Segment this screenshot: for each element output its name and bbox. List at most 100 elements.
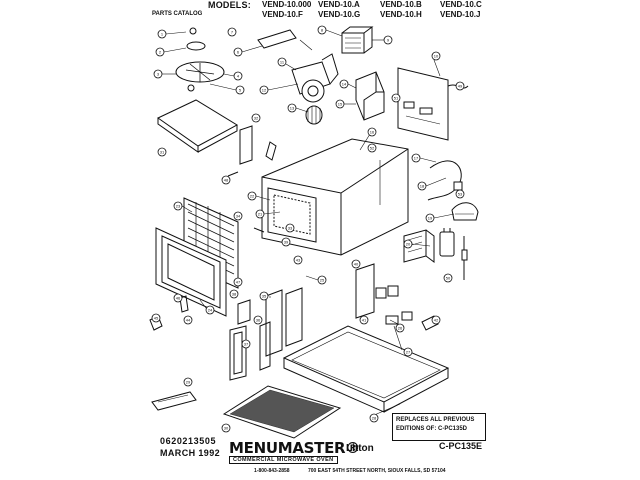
callout-number: 17: [414, 156, 419, 161]
callout-number: 37: [244, 342, 249, 347]
callout-number: 14: [342, 82, 347, 87]
callout-circles: [151, 25, 465, 433]
callout-number: 11: [280, 60, 285, 65]
callout-number: 52: [370, 146, 375, 151]
form-number: C-PC135E: [439, 441, 483, 451]
callout-number: 32: [254, 116, 259, 121]
callout-number: 1: [161, 32, 164, 37]
callout-number: 10: [434, 54, 439, 59]
callout-number: 42: [434, 318, 439, 323]
callout-number: 18: [420, 184, 425, 189]
model-name: VEND-10.C: [440, 0, 482, 9]
stirrer-assembly: [175, 27, 225, 92]
models-label: MODELS:: [208, 0, 251, 10]
callout-number: 33: [288, 226, 293, 231]
callout-number: 23: [176, 204, 181, 209]
callout-number: 28: [372, 416, 377, 421]
callout-number: 38: [232, 292, 237, 297]
phone-number: 1-800-843-2858: [254, 468, 290, 474]
callout-number: 40: [354, 262, 359, 267]
callout-number: 35: [262, 294, 267, 299]
callout-number: 9: [387, 38, 390, 43]
callout-number: 34: [236, 214, 241, 219]
callout-number: 50: [446, 276, 451, 281]
callout-number: 12: [262, 88, 267, 93]
callout-number: 16: [370, 130, 375, 135]
callout-number: 27: [406, 350, 411, 355]
replaces-line-2: EDITIONS OF: C-PC135D: [396, 425, 468, 432]
callout-number: 44: [186, 318, 191, 323]
callout-number: 31: [160, 150, 165, 155]
door-seal: [237, 299, 251, 325]
model-name: VEND-10.G: [318, 10, 361, 19]
oven-cabinet: [261, 138, 409, 256]
door-frame: [155, 227, 227, 317]
callout-number: 49: [458, 84, 463, 89]
magnetron: [341, 26, 374, 54]
fuse-block: [385, 311, 439, 331]
air-filter-grille: [222, 385, 342, 439]
gasket-strip: [229, 325, 247, 381]
blower-motor: [291, 53, 339, 103]
callout-number: 41: [362, 318, 367, 323]
callout-number: 25: [320, 278, 325, 283]
callout-number: 15: [338, 102, 343, 107]
callout-number: 43: [296, 258, 301, 263]
model-name: VEND-10.H: [380, 10, 422, 19]
air-duct: [355, 71, 385, 121]
company-address: 700 EAST 54TH STREET NORTH, SIOUX FALLS,…: [308, 468, 446, 474]
callout-number: 29: [186, 380, 191, 385]
model-name: VEND-10.A: [318, 0, 360, 9]
callout-number: 48: [224, 178, 229, 183]
control-panel: [259, 287, 303, 371]
callout-number: 5: [239, 88, 242, 93]
switch-bracket: [355, 263, 399, 319]
callout-number: 46: [176, 296, 181, 301]
brand-subtitle: COMMERCIAL MICROWAVE OVEN: [229, 456, 338, 464]
callout-number: 3: [157, 72, 160, 77]
callout-number: 36: [256, 318, 261, 323]
rear-panel: [397, 67, 469, 141]
callout-number: 51: [394, 96, 399, 101]
diode: [461, 236, 468, 280]
model-name: VEND-10.J: [440, 10, 481, 19]
callout-number: 4: [237, 74, 240, 79]
callout-leaders: [160, 29, 455, 417]
callout-number: 47: [236, 280, 241, 285]
base-tray: [282, 325, 450, 413]
transformer: [403, 229, 435, 263]
callout-number: 19: [428, 216, 433, 221]
callout-number: 24: [208, 308, 213, 313]
callout-number: 22: [250, 194, 255, 199]
model-name: VEND-10.F: [262, 10, 303, 19]
blower-wheel: [305, 105, 323, 125]
callout-number: 39: [284, 240, 289, 245]
replaces-line-1: REPLACES ALL PREVIOUS: [396, 417, 475, 423]
part-code: 0620213505: [160, 436, 217, 446]
publication-date: MARCH 1992: [160, 448, 221, 458]
brand-logo: MENUMASTER®: [229, 439, 360, 457]
replaces-notice: REPLACES ALL PREVIOUS EDITIONS OF: C-PC1…: [392, 413, 486, 441]
callout-number: 13: [290, 106, 295, 111]
capacitor: [439, 228, 455, 257]
door-hinge: [149, 295, 189, 331]
waveguide-bracket: [257, 29, 297, 49]
cavity-harness: [227, 125, 277, 233]
callout-number: 45: [154, 316, 159, 321]
manufacturer-name: Litton: [346, 443, 374, 454]
latch-handle: [451, 202, 479, 221]
callout-number: 6: [237, 50, 240, 55]
model-name: VEND-10.000: [262, 0, 312, 9]
top-shelf-plate: [157, 99, 239, 153]
callout-number: 30: [224, 426, 229, 431]
callout-number: 53: [458, 192, 463, 197]
callout-number: 21: [258, 212, 263, 217]
callout-number: 2: [159, 50, 162, 55]
callout-number: 7: [231, 30, 234, 35]
power-cord: [427, 160, 463, 201]
parts-catalog-label: PARTS CATALOG: [152, 11, 203, 17]
callout-number: 26: [398, 326, 403, 331]
